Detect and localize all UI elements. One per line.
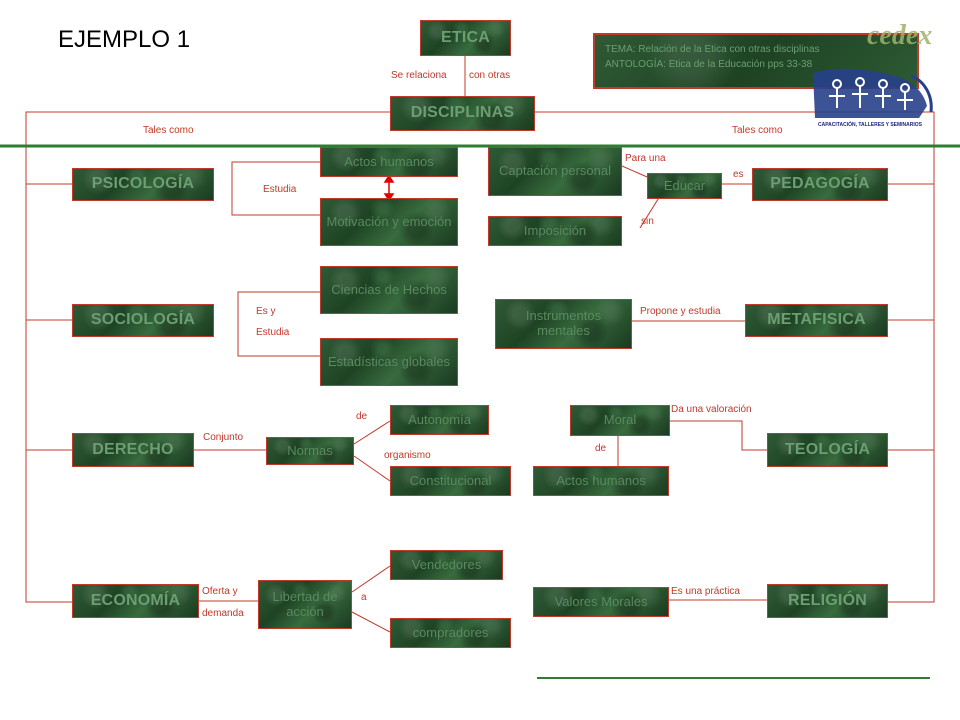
topic-line: TEMA: Relación de la Etica con otras dis… (605, 44, 820, 55)
actos-humanos-2-node: Actos humanos (533, 466, 669, 496)
motivacion-node: Motivación y emoción (320, 198, 458, 246)
educar-node: Educar (647, 173, 722, 199)
ciencias-node: Ciencias de Hechos (320, 266, 458, 314)
estudia-label: Estudia (263, 184, 297, 195)
instrumentos-node: Instrumentos mentales (495, 299, 632, 349)
etica-node: ETICA (420, 20, 511, 56)
captacion-node: Captación personal (488, 147, 622, 196)
oferta-label: Oferta y (202, 586, 238, 597)
logo-caption: CAPACITACIÓN, TALLERES Y SEMINARIOS (818, 122, 922, 128)
es-practica-label: Es una práctica (671, 586, 740, 597)
imposicion-node: Imposición (488, 216, 622, 246)
vendedores-node: Vendedores (390, 550, 503, 580)
psicologia-node: PSICOLOGÍA (72, 168, 214, 201)
logo: cedex CAPACITACIÓN, TALLERES Y SEMINARIO… (805, 18, 935, 136)
economia-node: ECONOMÍA (72, 584, 199, 618)
de-2-label: de (595, 443, 607, 454)
demanda-label: demanda (202, 608, 244, 619)
se-relaciona-label: Se relaciona (391, 70, 447, 81)
tales-como-right-label: Tales como (732, 125, 783, 136)
actos-humanos-node: Actos humanos (320, 147, 458, 177)
teologia-node: TEOLOGÍA (767, 433, 888, 467)
metafisica-node: METAFISICA (745, 304, 888, 337)
sociologia-node: SOCIOLOGÍA (72, 304, 214, 337)
disciplinas-node: DISCIPLINAS (390, 96, 535, 131)
valores-node: Valores Morales (533, 587, 669, 617)
sin-label: sin (641, 216, 654, 227)
organismo-label: organismo (384, 450, 431, 461)
derecho-node: DERECHO (72, 433, 194, 467)
logo-icon: cedex (813, 20, 933, 118)
propone-label: Propone y estudia (640, 306, 721, 317)
de-label: de (356, 411, 368, 422)
tales-como-left-label: Tales como (143, 125, 194, 136)
constitucional-node: Constitucional (390, 466, 511, 496)
normas-node: Normas (266, 437, 354, 465)
libertad-node: Libertad de acción (258, 580, 352, 629)
a-label: a (361, 592, 367, 603)
estudia-2-label: Estudia (256, 327, 290, 338)
compradores-node: compradores (390, 618, 511, 648)
da-valoracion-label: Da una valoración (671, 404, 752, 415)
estadisticas-node: Estadísticas globales (320, 338, 458, 386)
topic-box: TEMA: Relación de la Etica con otras dis… (593, 33, 919, 89)
para-una-label: Para una (625, 153, 666, 164)
es-y-label: Es y (256, 306, 276, 317)
con-otras-label: con otras (469, 70, 511, 81)
page-title: EJEMPLO 1 (58, 26, 191, 53)
svg-text:cedex: cedex (867, 20, 932, 51)
es-label: es (733, 169, 744, 180)
anthology-line: ANTOLOGÍA: Etica de la Educación pps 33-… (605, 58, 813, 70)
autonomia-node: Autonomía (390, 405, 489, 435)
moral-node: Moral (570, 405, 670, 436)
religion-node: RELIGIÓN (767, 584, 888, 618)
conjunto-label: Conjunto (203, 432, 244, 443)
pedagogia-node: PEDAGOGÍA (752, 168, 888, 201)
